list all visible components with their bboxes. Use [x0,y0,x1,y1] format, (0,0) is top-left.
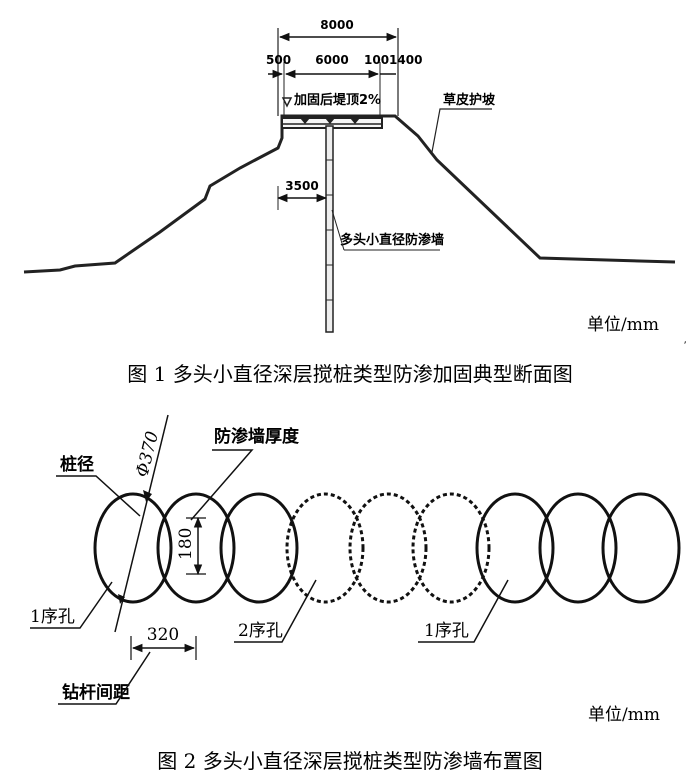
wall-thickness-label: 防渗墙厚度 [214,426,300,447]
grass-slope-label: 草皮护坡 [443,92,496,108]
pile-diameter-leader [56,475,141,517]
cutoff-wall-leader [331,209,345,251]
cutoff-wall-segments [326,159,333,301]
first-hole-leader-right [418,579,509,643]
first-hole-leader-left [30,581,113,629]
crest-slope-label: 加固后堤顶2% [293,92,381,108]
stray-mark: ⸴ [684,336,687,347]
pile-circle [219,492,299,604]
pile-circle-dashed [285,492,365,604]
figure1-background [22,10,674,340]
pile-circle [93,492,173,604]
elevation-marker [281,97,293,108]
pile-circle-dashed [348,492,428,604]
first-hole-label-left: 1序孔 [30,607,75,627]
crest-marker-triangles [300,118,360,124]
rod-spacing-label: 钻杆间距 [62,682,130,703]
figure2-caption: 图 2 多头小直径深层搅桩类型防渗墙布置图 [157,749,542,773]
figure2-unit: 单位/mm [588,705,660,725]
cutoff-wall-label: 多头小直径防渗墙 [340,232,444,248]
diameter-arrow-top [143,490,152,502]
thickness-value: 180 [176,528,196,560]
cutoff-wall [325,125,334,333]
spacing-value: 320 [147,625,179,645]
embankment-profile [23,114,676,274]
pile-circle [475,492,555,604]
rod-spacing-leader [58,651,151,705]
pile-circle [156,492,236,604]
diameter-arrow-bottom [118,594,125,604]
wall-thickness-leader [190,449,254,521]
second-hole-leader [234,579,317,643]
dim-wall-offset: 3500 [285,179,318,193]
pile-circle [538,492,618,604]
figure1-unit: 单位/mm [587,315,659,335]
dim-left-offset: 500 [266,53,291,67]
figure1-section: 8000 500 6000 1001400 加固后堤顶2% 草皮护坡 3500 … [22,10,687,347]
figure1-caption: 图 1 多头小直径深层搅桩类型防渗加固典型断面图 [127,362,572,386]
first-hole-label-right: 1序孔 [424,621,469,641]
figure2-section: Φ370 桩径 防渗墙厚度 180 1序孔 2序孔 1序孔 320 钻杆间距 单… [22,402,681,732]
pile-diameter-label: 桩径 [60,454,94,475]
grass-slope-leader [431,108,492,153]
dim-middle-width: 6000 [315,53,348,67]
dim-total-width: 8000 [320,18,353,32]
diameter-line [114,414,169,633]
dim-right-parts: 1001400 [364,53,422,67]
second-hole-label: 2序孔 [238,621,283,641]
pile-circle-dashed [411,492,491,604]
pile-circle [601,492,681,604]
pile-circles [93,492,681,604]
